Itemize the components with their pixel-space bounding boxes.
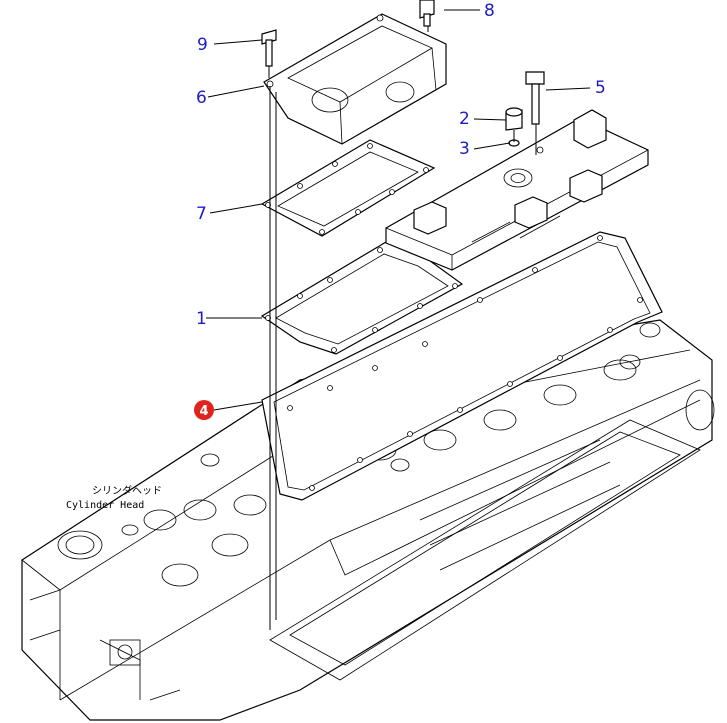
cylinder-head [21,319,715,721]
cylinder-head-label-en: Cylinder Head [66,500,144,511]
callout-4: 4 [199,404,208,419]
gasket-1 [260,241,464,355]
alignment-lines [268,26,537,630]
cylinder-head-label-jp: シリンダヘッド [92,484,162,497]
plug-2 [505,107,523,131]
head-cover [385,109,649,271]
callout-6: 6 [196,88,207,108]
callout-1: 1 [196,309,207,329]
bolt-8 [419,0,435,27]
callout-9: 9 [197,35,208,55]
callout-3: 3 [459,139,470,159]
callout-4-highlighted: 4 [194,400,214,420]
callout-2: 2 [459,109,470,129]
callout-8: 8 [484,1,495,21]
callout-5: 5 [595,78,606,98]
callout-7: 7 [196,204,207,224]
leader-lines [206,9,591,411]
bolt-5 [525,71,545,125]
bolt-9 [261,29,277,67]
gasket-4 [261,231,663,501]
gasket-7 [260,139,436,237]
breather-cover-6 [263,13,447,145]
